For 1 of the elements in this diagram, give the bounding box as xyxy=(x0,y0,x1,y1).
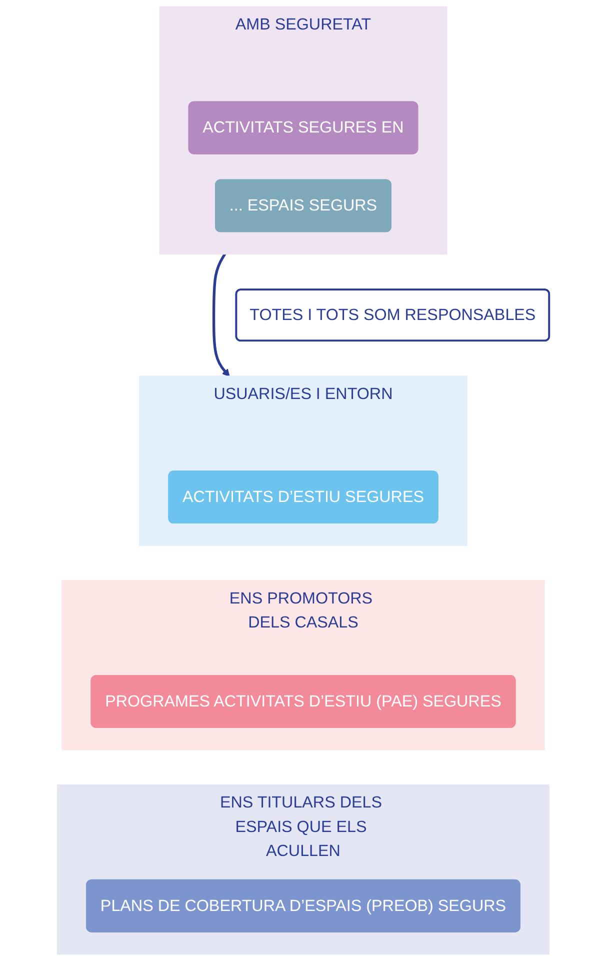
arrow xyxy=(212,252,230,377)
